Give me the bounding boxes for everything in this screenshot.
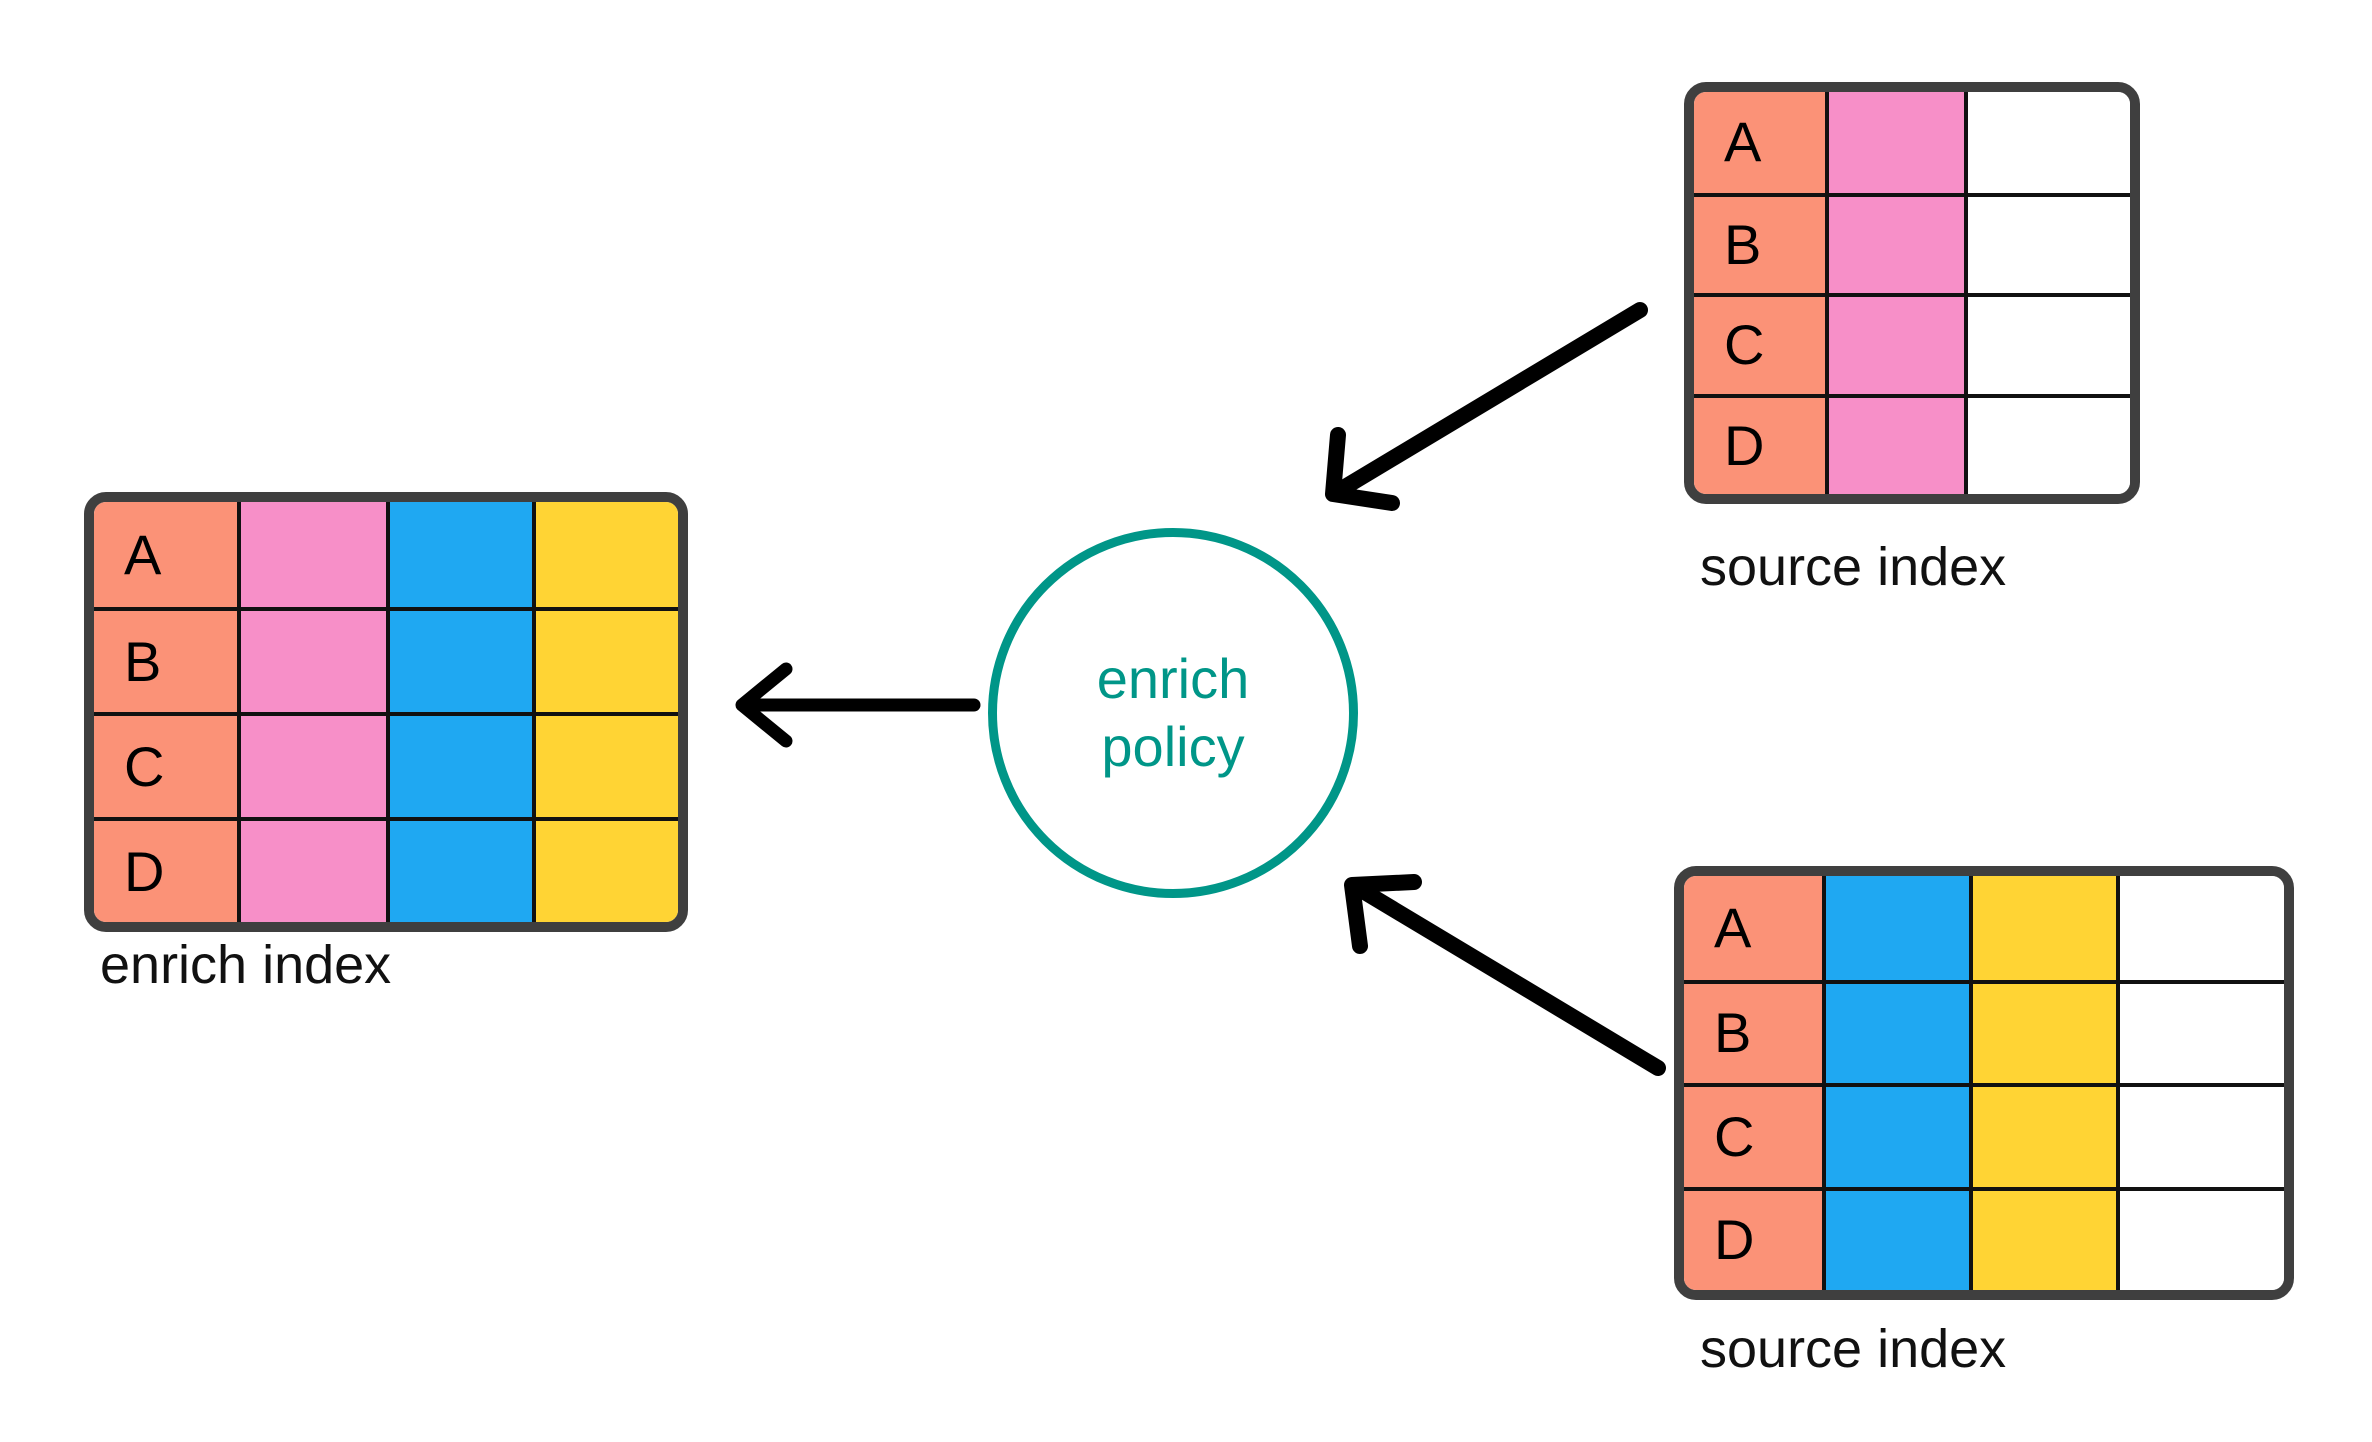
row-key-label: D <box>1714 1208 1755 1272</box>
enrich-index-value-cell-blue <box>385 716 532 817</box>
row-key-label: A <box>1714 895 1752 959</box>
source-index-top-caption: source index <box>1700 537 2007 597</box>
source-bottom-value-cell-blue <box>1822 876 1969 980</box>
enrich-index-value-cell-pink <box>237 716 386 817</box>
row-key-label: C <box>124 734 165 798</box>
source-top-value-cell-pink <box>1824 196 1965 293</box>
source-bottom-value-cell-empty <box>2116 876 2284 980</box>
row-key-label: B <box>1724 212 1762 276</box>
source-top-key-cell-c: C <box>1694 297 1825 394</box>
source-top-value-cell-empty <box>1964 397 2130 494</box>
source-index-top-table[interactable]: A B C D <box>1684 82 2140 504</box>
table-row: A <box>1694 92 2130 193</box>
source-bottom-key-cell-d: D <box>1684 1190 1822 1290</box>
source-bottom-value-cell-yellow <box>1969 1087 2116 1187</box>
enrich-index-value-cell-blue <box>385 502 532 607</box>
row-key-label: C <box>1714 1104 1755 1168</box>
enrich-index-key-cell-b: B <box>94 611 238 712</box>
table-row: C <box>94 712 678 817</box>
enrich-index-value-cell-yellow <box>531 821 678 922</box>
source-top-key-cell-d: D <box>1694 397 1825 494</box>
source-bottom-key-cell-c: C <box>1684 1087 1822 1187</box>
source-top-value-cell-empty <box>1964 92 2130 193</box>
enrich-index-value-cell-blue <box>385 611 532 712</box>
source-top-key-cell-a: A <box>1694 92 1825 193</box>
source-bottom-value-cell-empty <box>2116 1190 2284 1290</box>
enrich-index-value-cell-blue <box>385 821 532 922</box>
source-bottom-value-cell-yellow <box>1969 983 2116 1083</box>
table-row: A <box>94 502 678 607</box>
enrich-index-key-cell-d: D <box>94 821 238 922</box>
enrich-index-key-cell-c: C <box>94 716 238 817</box>
row-key-label: A <box>124 522 162 586</box>
enrich-index-value-cell-pink <box>237 821 386 922</box>
enrich-index-value-cell-yellow <box>531 502 678 607</box>
table-row: B <box>1684 979 2284 1083</box>
source-bottom-key-cell-a: A <box>1684 876 1822 980</box>
source-top-value-cell-empty <box>1964 196 2130 293</box>
table-row: B <box>1694 192 2130 293</box>
source-bottom-value-cell-yellow <box>1969 1190 2116 1290</box>
enrich-policy-label-line1: enrich <box>1096 646 1250 710</box>
row-key-label: D <box>1724 413 1765 477</box>
source-bottom-value-cell-empty <box>2116 983 2284 1083</box>
row-key-label: B <box>1714 1001 1752 1065</box>
arrow-source-bottom-to-policy <box>1344 874 1666 1076</box>
arrow-policy-to-enrich-index <box>735 662 981 748</box>
table-row: A <box>1684 876 2284 980</box>
source-top-value-cell-pink <box>1824 297 1965 394</box>
source-bottom-value-cell-blue <box>1822 1190 1969 1290</box>
enrich-index-caption: enrich index <box>100 935 392 995</box>
row-key-label: A <box>1724 110 1762 174</box>
enrich-policy-label-line2: policy <box>1101 715 1245 778</box>
enrich-index-value-cell-pink <box>237 502 386 607</box>
table-row: C <box>1684 1083 2284 1187</box>
enrich-index-value-cell-pink <box>237 611 386 712</box>
row-key-label: C <box>1724 313 1765 377</box>
source-bottom-key-cell-b: B <box>1684 983 1822 1083</box>
row-key-label: D <box>124 839 165 903</box>
source-bottom-value-cell-yellow <box>1969 876 2116 980</box>
table-row: C <box>1694 293 2130 394</box>
table-row: D <box>94 817 678 922</box>
source-index-bottom-table[interactable]: A B C D <box>1674 866 2294 1300</box>
source-bottom-value-cell-empty <box>2116 1087 2284 1187</box>
table-row: D <box>1694 393 2130 494</box>
source-top-key-cell-b: B <box>1694 196 1825 293</box>
table-row: B <box>94 607 678 712</box>
arrow-source-top-to-policy <box>1325 302 1648 511</box>
enrich-policy-node[interactable]: enrich policy <box>988 528 1358 898</box>
source-bottom-value-cell-blue <box>1822 983 1969 1083</box>
enrich-index-value-cell-yellow <box>531 716 678 817</box>
source-top-value-cell-pink <box>1824 92 1965 193</box>
table-row: D <box>1684 1186 2284 1290</box>
source-bottom-value-cell-blue <box>1822 1087 1969 1187</box>
source-index-bottom-caption: source index <box>1700 1319 2007 1379</box>
enrich-index-table[interactable]: A B C D <box>84 492 688 932</box>
source-top-value-cell-pink <box>1824 397 1965 494</box>
source-top-value-cell-empty <box>1964 297 2130 394</box>
enrich-index-key-cell-a: A <box>94 502 238 607</box>
enrich-index-value-cell-yellow <box>531 611 678 712</box>
row-key-label: B <box>124 629 162 693</box>
